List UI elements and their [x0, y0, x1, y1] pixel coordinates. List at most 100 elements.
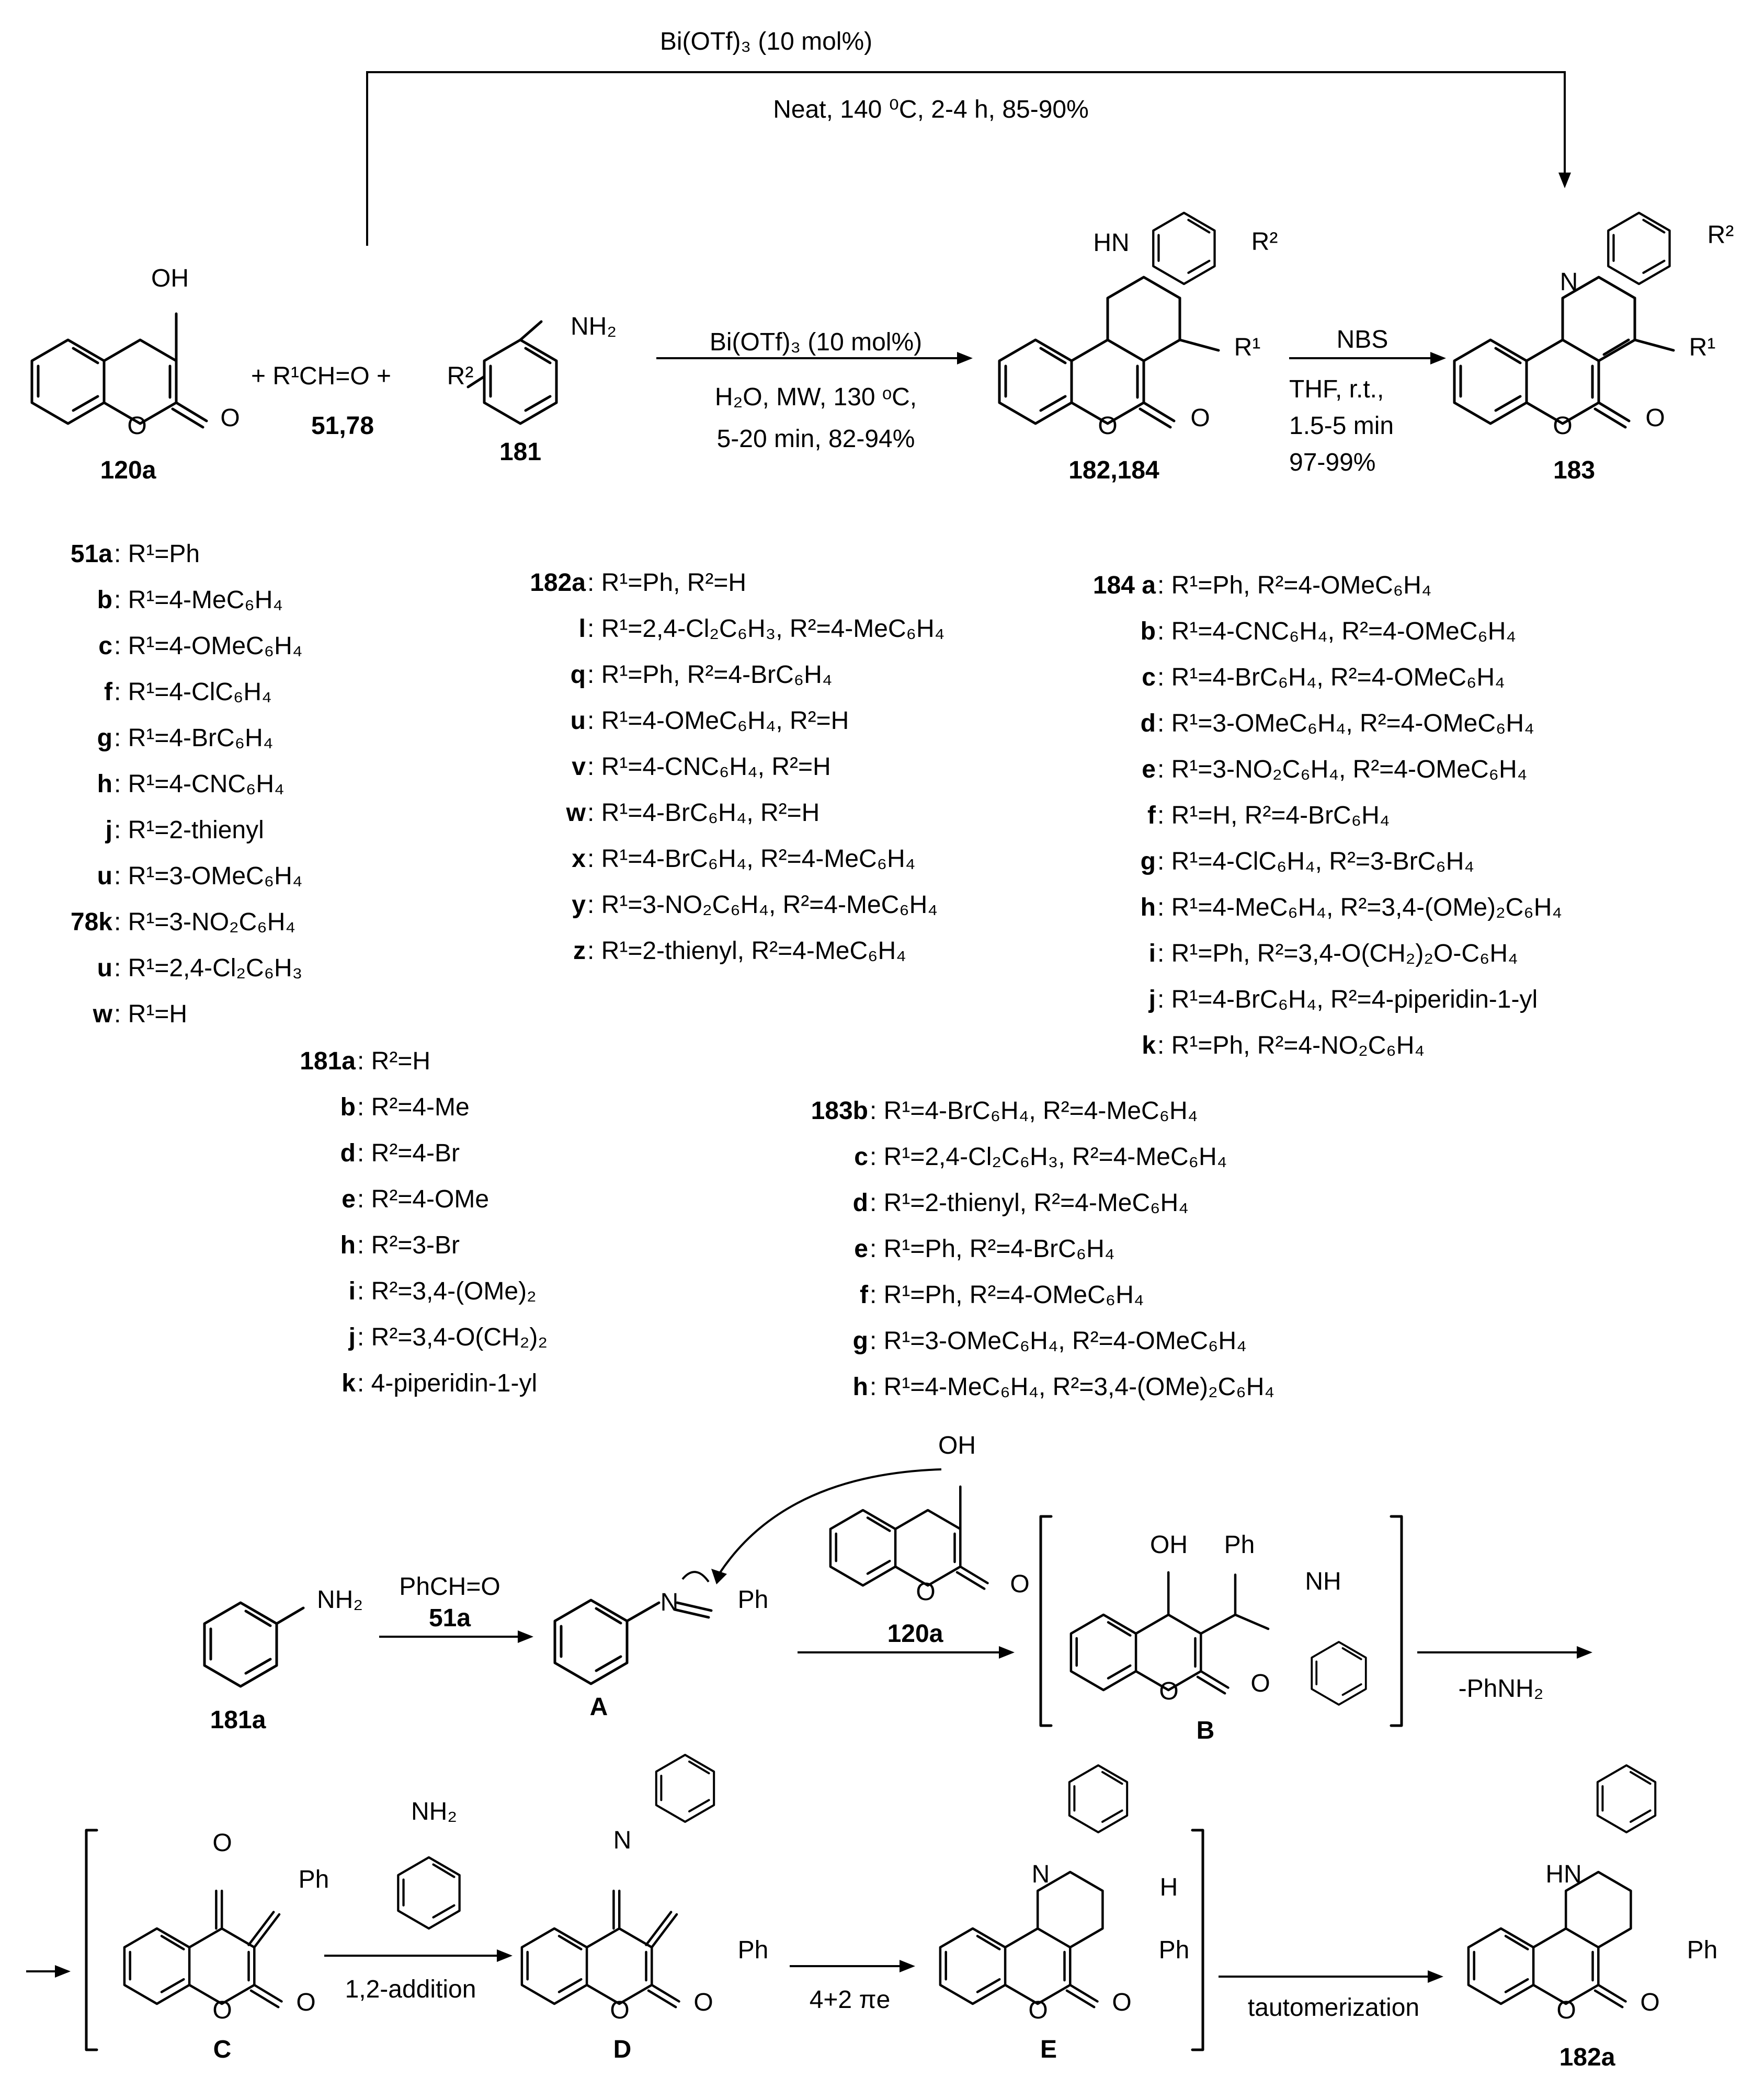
mech-atom-n-E: N: [1032, 1861, 1050, 1888]
mech-atom-o-120a-ring: O: [916, 1578, 935, 1606]
mech-atom-oh-B: OH: [1150, 1531, 1188, 1559]
mech-atom-n-A: N: [661, 1589, 679, 1616]
mech-atom-o-C-ring: O: [212, 1996, 232, 2024]
list_51-id: u: [97, 862, 112, 890]
top-catalyst: Bi(OTf)₃ (10 mol%): [660, 28, 872, 55]
mech-addition: 1,2-addition: [345, 1976, 476, 2003]
list_181-entry: : R²=4-Br: [357, 1139, 460, 1167]
list_183-entry: : R¹=2-thienyl, R²=4-MeC₆H₄: [870, 1189, 1189, 1217]
mech-atom-n-D: N: [613, 1827, 632, 1854]
mech-atom-h-E: H: [1160, 1874, 1178, 1901]
list_184-entry: : R¹=H, R²=4-BrC₆H₄: [1157, 802, 1390, 829]
mech-D-phenyl: [656, 1755, 714, 1822]
list_51-entry: : R¹=2-thienyl: [114, 816, 264, 844]
mech-label-A: A: [590, 1693, 608, 1721]
list_183-id: 183b: [811, 1097, 868, 1125]
list_182-id: 182a: [530, 569, 586, 597]
list_183-id: c: [854, 1143, 868, 1171]
list_51-id: c: [98, 632, 112, 660]
list_183-id: e: [854, 1235, 868, 1263]
mech-label-181a: 181a: [210, 1706, 266, 1734]
mech-atom-ph-B: Ph: [1224, 1531, 1255, 1559]
mech-arrow-3: [1417, 1646, 1592, 1659]
list_181-id: d: [340, 1139, 356, 1167]
atom-oh: OH: [151, 265, 189, 292]
atom-r2: R²: [447, 362, 474, 390]
list_184-id: i: [1149, 940, 1156, 967]
list_182-entry: : R¹=Ph, R²=4-BrC₆H₄: [587, 661, 832, 689]
compound-182-184-structure: [999, 213, 1220, 427]
atom-hn: HN: [1093, 229, 1129, 257]
list_184-id: g: [1141, 848, 1156, 875]
list_183-entry: : R¹=2,4-Cl₂C₆H₃, R²=4-MeC₆H₄: [870, 1143, 1227, 1171]
mech-label-B: B: [1197, 1717, 1215, 1744]
mech-atom-nh-B: NH: [1305, 1568, 1341, 1595]
mech-atom-o-D-ring: O: [610, 1996, 629, 2024]
list_182-id: y: [572, 891, 586, 919]
mech-arrow-5: [324, 1949, 513, 1962]
reaction2-line3: 97-99%: [1289, 449, 1375, 476]
bracket-B-right: [1390, 1515, 1403, 1727]
list_183-id: g: [853, 1327, 868, 1355]
bracket-C-left: [85, 1829, 98, 2051]
mech-atom-ph-182a: Ph: [1687, 1936, 1718, 1964]
list_51-id: h: [97, 770, 112, 798]
mech-pericyclic: 4+2 πe: [810, 1986, 891, 2014]
compound-183-structure: [1454, 213, 1675, 427]
label-181: 181: [499, 438, 541, 466]
mech-atom-oh-120a: OH: [938, 1432, 976, 1459]
list_51-id: g: [97, 724, 112, 752]
list_51-id: b: [97, 586, 112, 614]
bracket-B-left: [1039, 1515, 1053, 1727]
atom-r1-182: R¹: [1234, 334, 1261, 361]
atom-o-182-ring: O: [1098, 412, 1117, 440]
list_183-entry: : R¹=Ph, R²=4-BrC₆H₄: [870, 1235, 1114, 1263]
list_184-entry: : R¹=Ph, R²=4-NO₂C₆H₄: [1157, 1032, 1425, 1059]
list_182-id: w: [566, 799, 586, 827]
label-182-184: 182,184: [1068, 456, 1159, 484]
compound-181-structure: [466, 320, 556, 424]
list_182-id: u: [571, 707, 586, 735]
list_182-id: z: [573, 937, 586, 965]
list_51-id: 51a: [71, 540, 112, 568]
list_182-entry: : R¹=4-OMeC₆H₄, R²=H: [587, 707, 849, 735]
mech-aniline-reagent: [398, 1857, 459, 1928]
list_181-id: j: [348, 1323, 356, 1351]
list_182-entry: : R¹=2,4-Cl₂C₆H₃, R²=4-MeC₆H₄: [587, 615, 944, 643]
mech-reagent1: PhCH=O: [399, 1573, 500, 1601]
mech-label-D: D: [613, 2036, 632, 2063]
mech-arrow-1: [379, 1630, 533, 1643]
list_181-entry: : R²=3,4-(OMe)₂: [357, 1277, 537, 1305]
mech-B-phenyl: [1311, 1641, 1367, 1706]
list_181-id: k: [342, 1369, 356, 1397]
list_183-id: f: [860, 1281, 869, 1309]
mech-arrow-7: [1219, 1970, 1443, 1983]
mech-intermediate-D: [522, 1889, 679, 2007]
list_51-id: 78k: [71, 908, 112, 936]
reaction1-catalyst: Bi(OTf)₃ (10 mol%): [710, 328, 922, 356]
list_184-id: d: [1141, 710, 1156, 737]
atom-r2-183: R²: [1708, 221, 1734, 249]
list_183-id: d: [853, 1189, 868, 1217]
list_51-entry: : R¹=3-NO₂C₆H₄: [114, 908, 295, 936]
list_184-id: k: [1142, 1032, 1156, 1059]
mech-intermediate-C: [124, 1889, 282, 2007]
mech-aniline-181a: [204, 1603, 305, 1686]
top-route-arrow: [366, 71, 1571, 246]
list-181: 181a: R²=Hb: R²=4-Med: R²=4-Bre: R²=4-OM…: [300, 1047, 548, 1397]
mech-curved-arrow-A: [681, 1571, 710, 1583]
list_184-entry: : R¹=4-BrC₆H₄, R²=4-OMeC₆H₄: [1157, 664, 1505, 691]
mech-reagent1-id: 51a: [429, 1604, 471, 1632]
list_184-entry: : R¹=4-BrC₆H₄, R²=4-piperidin-1-yl: [1157, 986, 1538, 1013]
list_184-entry: : R¹=Ph, R²=3,4-O(CH₂)₂O-C₆H₄: [1157, 940, 1518, 967]
mech-label-120a: 120a: [887, 1620, 943, 1648]
list_181-id: i: [349, 1277, 356, 1305]
mech-atom-ph-D: Ph: [738, 1936, 769, 1964]
atom-r1-183: R¹: [1689, 334, 1716, 361]
mech-atom-nh2-1: NH₂: [317, 1586, 363, 1614]
mech-loss: -PhNH₂: [1459, 1675, 1544, 1703]
list_181-entry: : R²=4-OMe: [357, 1185, 489, 1213]
